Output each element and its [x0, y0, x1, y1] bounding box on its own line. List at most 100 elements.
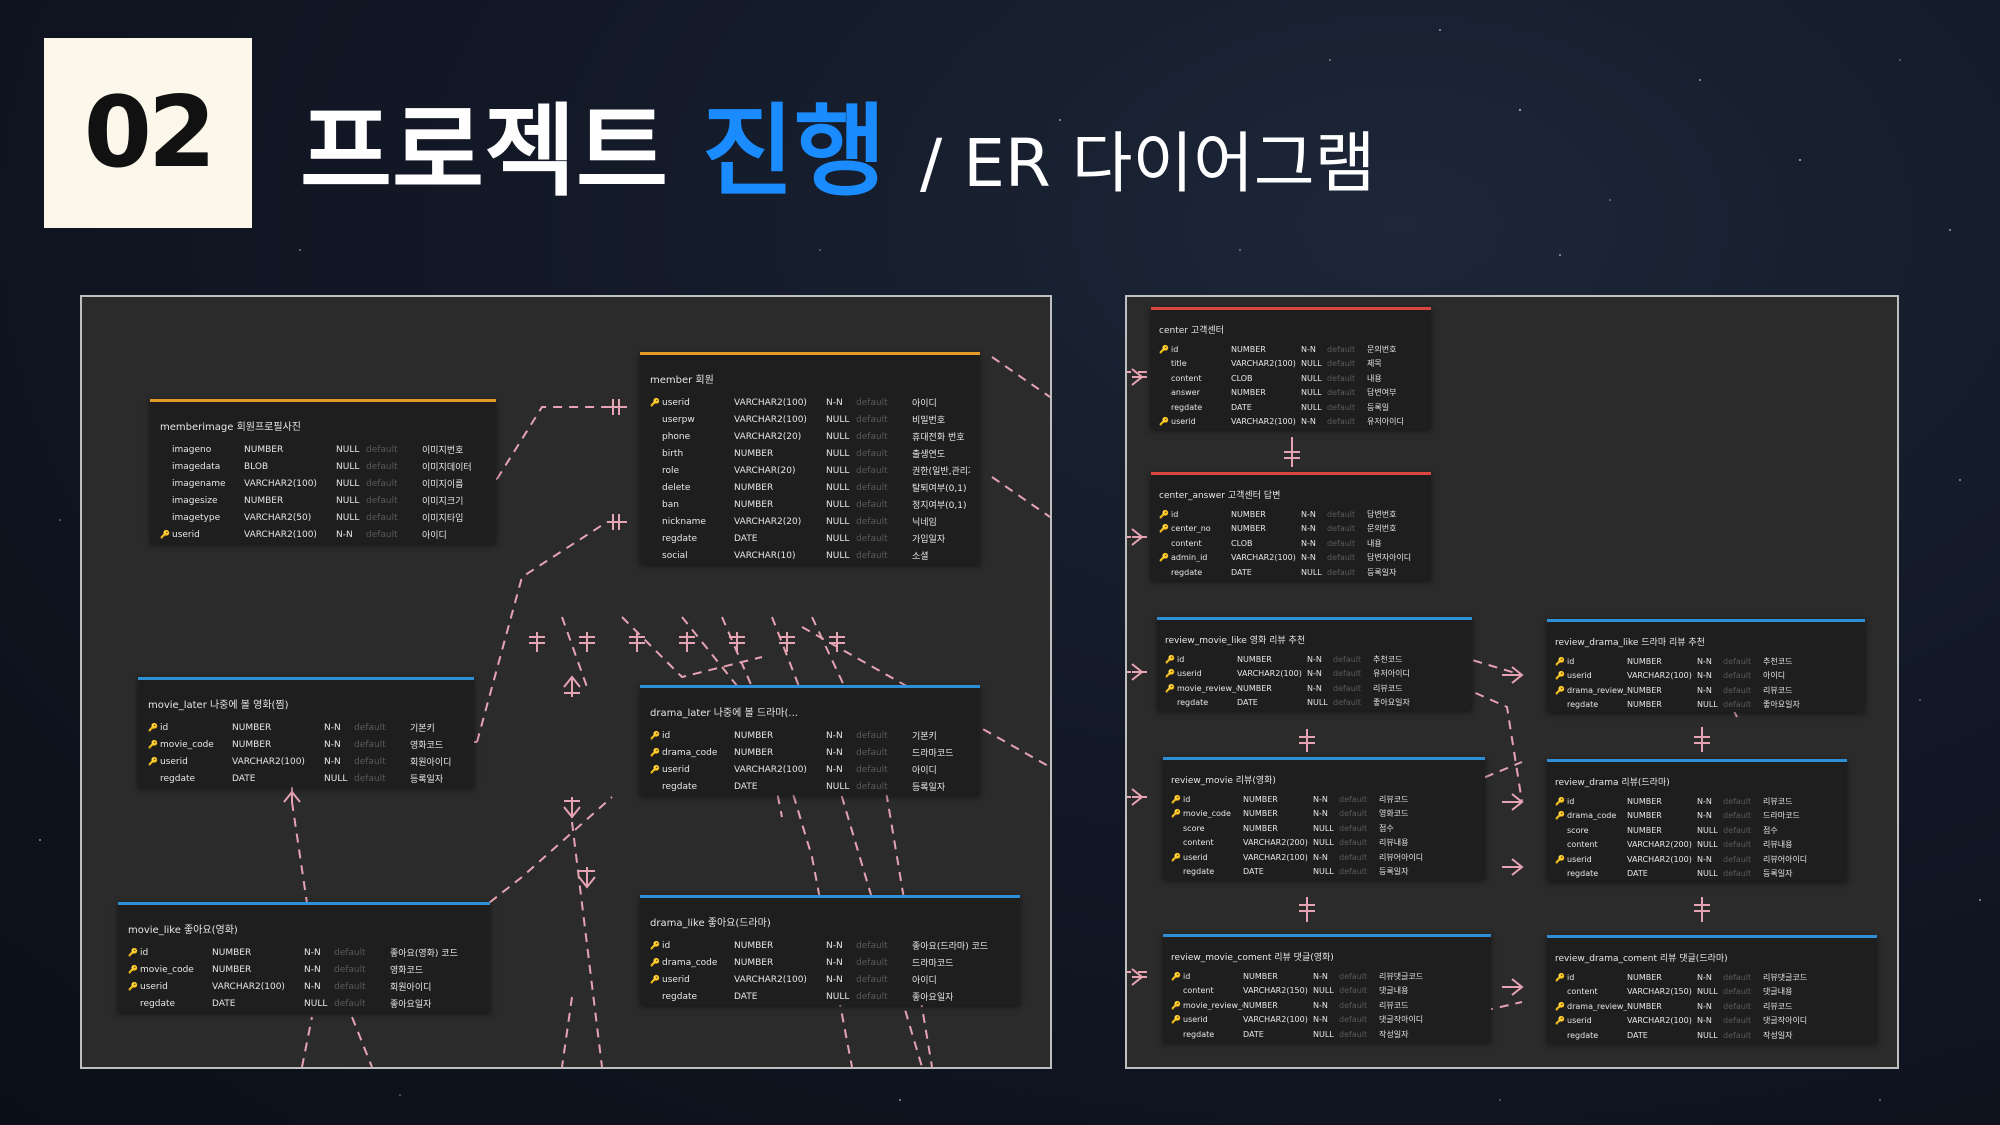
column-comment: 기본키	[912, 732, 937, 742]
column-default: default	[856, 431, 888, 442]
foreign-key-icon: 🔑	[1555, 685, 1565, 695]
column-default: default	[1327, 509, 1356, 519]
column-comment: 등록일자	[912, 783, 946, 793]
column-name: userid	[1567, 854, 1592, 864]
column-type: VARCHAR2(100)	[1627, 854, 1692, 864]
column-name: drama_review_code	[1567, 685, 1627, 695]
table-title: memberimage 회원프로필사진	[160, 422, 301, 433]
column-name: content	[1171, 538, 1202, 548]
column-comment: 아이디	[422, 531, 447, 541]
column-type: NUMBER	[232, 739, 272, 750]
primary-key-icon: 🔑	[1171, 794, 1181, 804]
column-comment: 리뷰내용	[1763, 840, 1793, 850]
column-comment: 이미지이름	[422, 480, 464, 490]
column-nullable: NULL	[1697, 825, 1718, 835]
column-type: DATE	[734, 533, 758, 544]
column-comment: 리뷰댓글코드	[1379, 971, 1424, 981]
column-type: DATE	[1231, 567, 1252, 577]
column-type: DATE	[1243, 1029, 1264, 1039]
column-name: id	[1567, 972, 1575, 982]
column-nullable: NULL	[1301, 402, 1322, 412]
column-default: default	[856, 974, 888, 985]
column-nullable: N-N	[1301, 524, 1316, 534]
column-type: VARCHAR2(100)	[734, 414, 807, 425]
column-comment: 드라마코드	[912, 749, 954, 759]
column-name: userid	[1171, 417, 1196, 427]
table-title: review_drama_coment 리뷰 댓글(드라마)	[1555, 954, 1728, 964]
column-type: NUMBER	[1627, 796, 1662, 806]
column-comment: 리뷰코드	[1763, 796, 1793, 806]
column-comment: 리뷰내용	[1379, 838, 1409, 848]
foreign-key-icon: 🔑	[1159, 524, 1169, 534]
column-default: default	[1723, 685, 1752, 695]
column-nullable: N-N	[826, 764, 843, 775]
column-type: NUMBER	[1243, 823, 1278, 833]
column-name: regdate	[662, 781, 698, 792]
column-name: phone	[662, 431, 691, 442]
column-default: default	[1723, 1016, 1752, 1026]
column-default: default	[1339, 971, 1368, 981]
column-nullable: NULL	[336, 461, 360, 472]
column-nullable: NULL	[826, 550, 850, 561]
column-default: default	[334, 981, 366, 992]
column-type: DATE	[1243, 867, 1264, 877]
primary-key-icon: 🔑	[650, 941, 660, 950]
column-name: center_no	[1171, 524, 1211, 534]
column-comment: 정지여부(0,1)	[912, 501, 967, 511]
column-comment: 이미지번호	[422, 446, 464, 456]
primary-key-icon: 🔑	[148, 723, 158, 732]
column-nullable: NULL	[1313, 867, 1334, 877]
column-default: default	[1339, 1029, 1368, 1039]
column-nullable: NULL	[336, 444, 360, 455]
column-type: BLOB	[244, 461, 269, 472]
column-comment: 이미지타입	[422, 514, 464, 524]
column-name: id	[1183, 794, 1191, 804]
table-title: review_drama 리뷰(드라마)	[1555, 778, 1670, 788]
column-default: default	[1723, 700, 1752, 710]
column-type: VARCHAR2(150)	[1627, 987, 1692, 997]
column-default: default	[856, 465, 888, 476]
column-default: default	[856, 730, 888, 741]
column-type: NUMBER	[1627, 1001, 1662, 1011]
column-name: regdate	[1171, 567, 1203, 577]
column-type: DATE	[1231, 402, 1252, 412]
column-comment: 리뷰어아이디	[1379, 852, 1424, 862]
column-comment: 권한(일반,관리자)	[912, 467, 970, 477]
column-comment: 좋아요(드라마) 코드	[912, 942, 989, 952]
column-nullable: N-N	[304, 947, 321, 958]
column-default: default	[1327, 417, 1356, 427]
column-default: default	[856, 957, 888, 968]
foreign-key-icon: 🔑	[1171, 1015, 1181, 1025]
column-name: userpw	[662, 414, 695, 425]
column-type: NUMBER	[734, 940, 774, 951]
column-comment: 답변자아이디	[1367, 553, 1412, 563]
